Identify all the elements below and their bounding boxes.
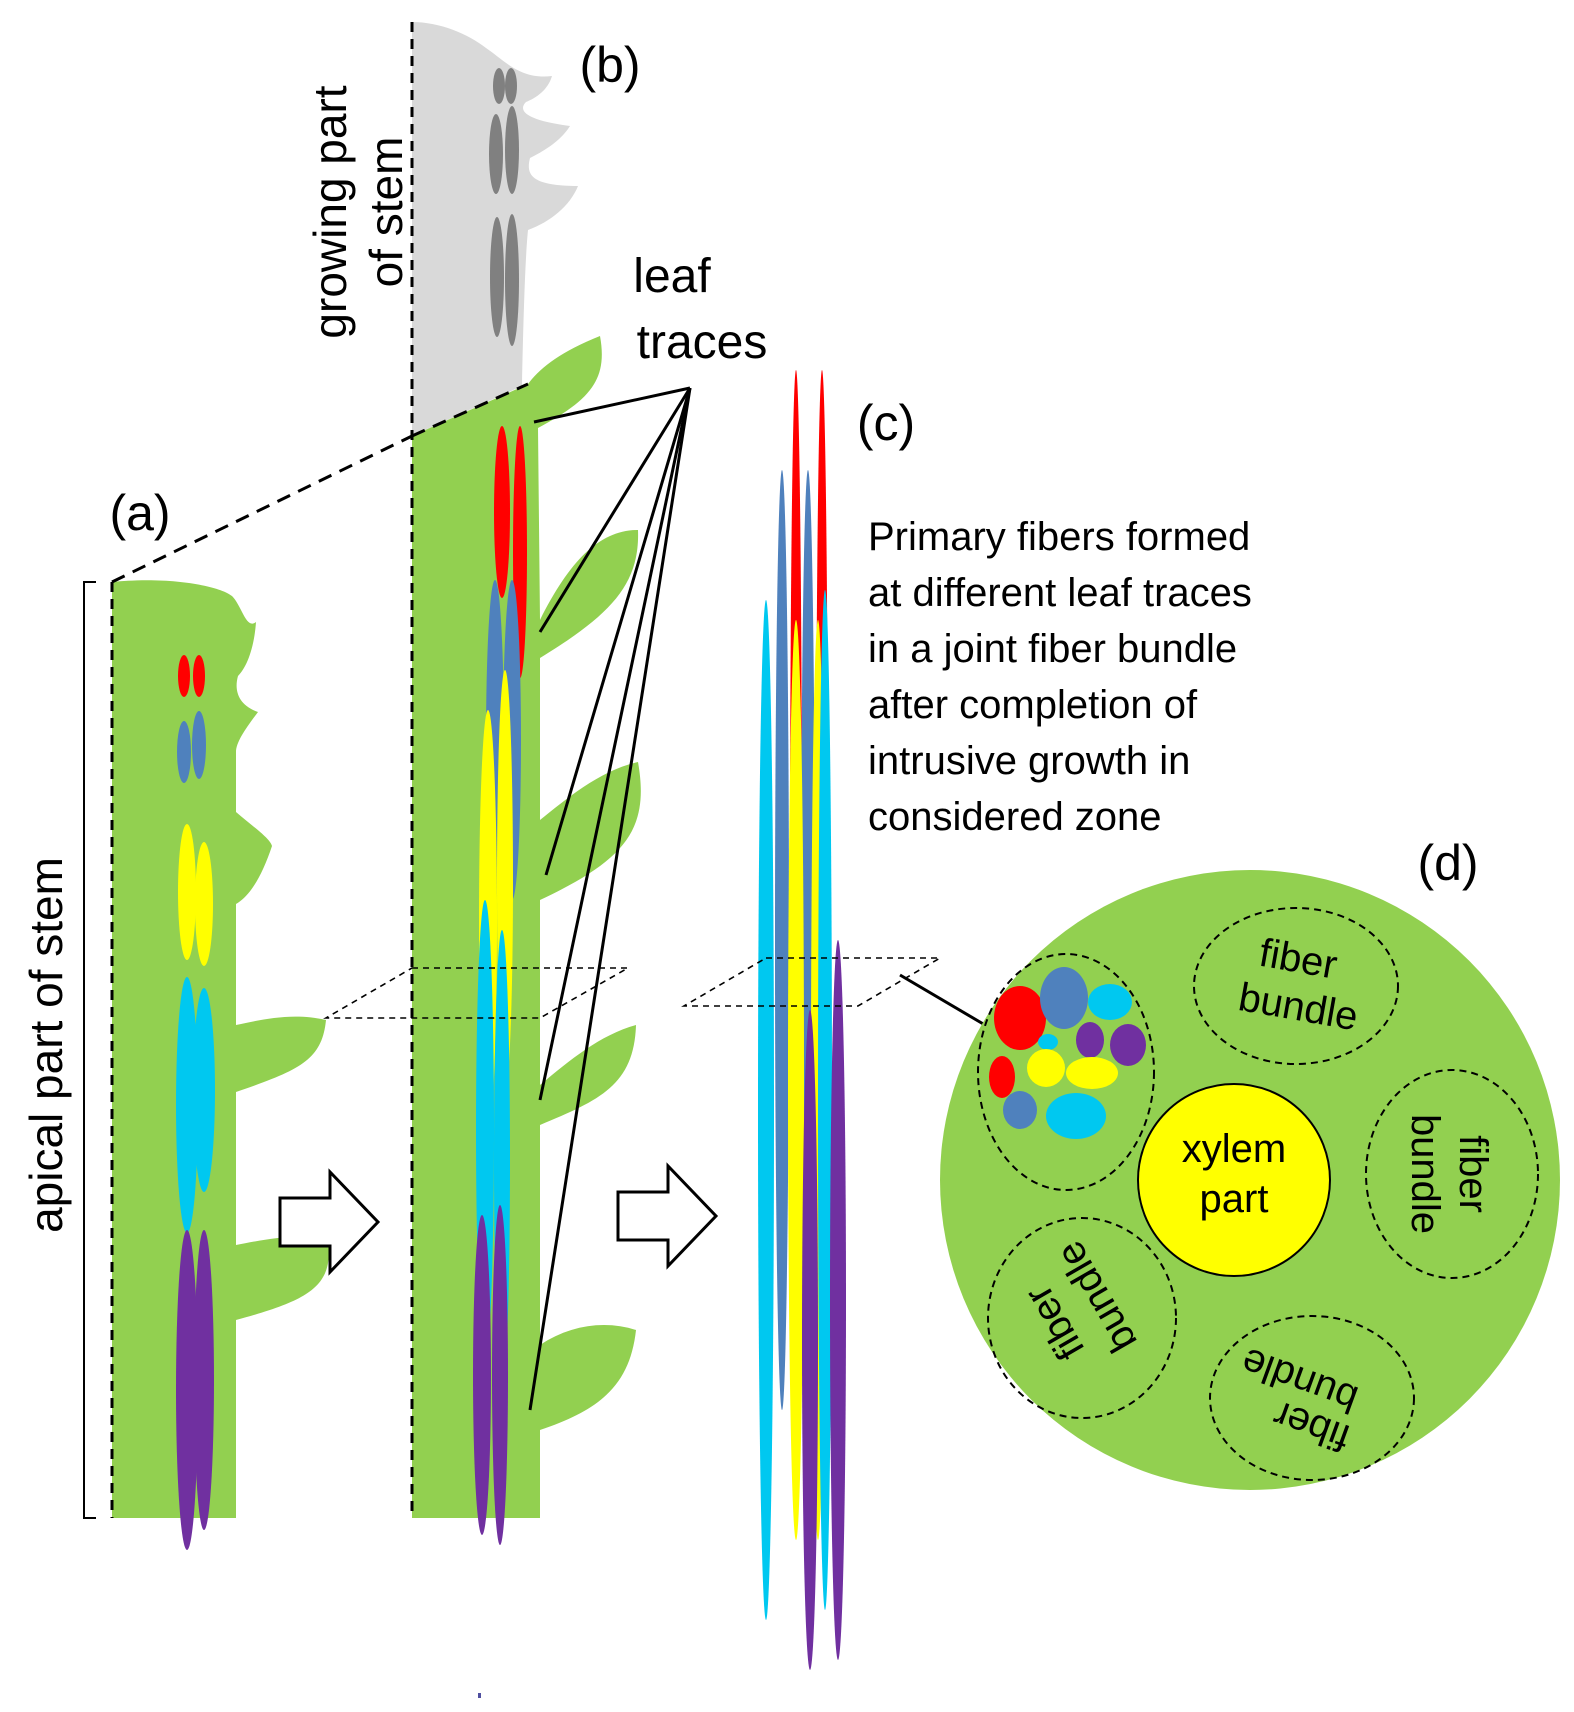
arrow-1: [278, 1168, 381, 1276]
growing-label-line2: of stem: [360, 137, 412, 288]
panel-c-label: (c): [857, 395, 915, 451]
stem-b-tissue: [412, 336, 641, 1518]
fiber-cyan-c-1: [758, 600, 774, 1620]
fiber-blue-a-1: [177, 721, 191, 783]
leaf-trace-pointers: [528, 386, 692, 1411]
fiber-yellow-c-1: [788, 620, 804, 1540]
fiber-yellow-a-1: [178, 824, 196, 960]
bundle-fiber-purple-1: [1076, 1022, 1104, 1058]
fiber-red-b-1: [494, 426, 510, 598]
description-line-6: considered zone: [868, 795, 1162, 839]
xylem-part: [1137, 1083, 1331, 1277]
bundle-fiber-cyan-1: [1088, 984, 1132, 1020]
apical-bracket: [83, 581, 96, 1519]
fiber-bundle-right-line2: bundle: [1403, 1114, 1447, 1234]
apical-label: apical part of stem: [20, 857, 72, 1233]
growing-label-line1: growing part: [304, 85, 356, 338]
description-line-3: in a joint fiber bundle: [868, 627, 1237, 671]
panel-d: (d) fiber bundle fiber bundle fiber bund…: [940, 835, 1560, 1490]
fiber-yellow-a-2: [195, 842, 213, 966]
description-line-1: Primary fibers formed: [868, 515, 1250, 559]
section-pointer: [899, 973, 986, 1027]
panel-c: (c): [758, 370, 915, 1670]
projection-line-1: [111, 434, 413, 584]
arrow-2: [616, 1162, 719, 1270]
fiber-bundle-right: [1365, 1069, 1539, 1279]
growing-mark-6: [505, 214, 519, 346]
bundle-fiber-cyan-2: [1038, 1034, 1058, 1050]
growing-mark-4: [505, 106, 519, 194]
section-plane-c: [681, 957, 943, 1007]
fiber-cyan-a-2: [193, 988, 215, 1192]
fiber-purple-c-2: [830, 940, 846, 1660]
fiber-bundle-top: [1193, 907, 1399, 1065]
bundle-fiber-yellow-2: [1066, 1057, 1118, 1089]
fiber-purple-b-1: [473, 1215, 491, 1535]
bundle-fiber-red-1: [994, 986, 1046, 1050]
fiber-cyan-a-1: [176, 977, 198, 1233]
fiber-cyan-c-2: [818, 590, 832, 1610]
fiber-blue-c-1: [775, 470, 789, 1410]
panel-a: (a) apical part of stem: [20, 485, 329, 1550]
projection-line-2: [411, 382, 529, 438]
fiber-purple-a-2: [194, 1230, 214, 1530]
fiber-red-a-2: [193, 655, 205, 697]
speck: [478, 1693, 481, 1698]
xylem-label-line2: part: [1200, 1177, 1269, 1221]
growing-mark-2: [505, 68, 517, 104]
panel-b-label: (b): [579, 37, 640, 93]
bundle-fiber-blue-1: [1040, 967, 1088, 1029]
fiber-purple-b-2: [492, 1205, 508, 1545]
fiber-bundle-bottom-right: [1209, 1315, 1415, 1481]
bundle-fiber-red-2: [989, 1056, 1015, 1098]
bundle-fiber-blue-2: [1003, 1091, 1037, 1129]
fiber-purple-c-1: [802, 1010, 818, 1670]
panel-b: (b) growing part of stem: [304, 22, 641, 1545]
description-line-2: at different leaf traces: [868, 571, 1252, 615]
fiber-purple-a-1: [176, 1230, 198, 1550]
growing-mark-5: [490, 217, 504, 337]
leaf-traces-line2: traces: [637, 316, 768, 369]
description-line-4: after completion of: [868, 683, 1198, 727]
bundle-fiber-cyan-3: [1046, 1093, 1106, 1139]
panel-a-label: (a): [109, 485, 170, 541]
description-block: Primary fibers formed at different leaf …: [868, 515, 1252, 839]
fiber-red-a-1: [178, 655, 190, 697]
section-plane-b: [323, 967, 632, 1019]
panel-d-label: (d): [1417, 835, 1478, 891]
stem-a-tissue: [112, 580, 329, 1518]
bundle-fiber-yellow-1: [1027, 1049, 1065, 1087]
growing-mark-3: [489, 114, 503, 194]
joint-fiber-bundle: [977, 953, 1155, 1191]
fiber-bundle-right-line1: fiber: [1451, 1135, 1495, 1213]
leaf-traces-line1: leaf: [633, 250, 711, 303]
xylem-label-line1: xylem: [1182, 1127, 1286, 1171]
bundle-fiber-purple-2: [1110, 1024, 1146, 1066]
fiber-blue-a-2: [192, 711, 206, 779]
fiber-bundle-bottom-left: [987, 1217, 1177, 1419]
growing-mark-1: [493, 68, 505, 104]
description-line-5: intrusive growth in: [868, 739, 1190, 783]
